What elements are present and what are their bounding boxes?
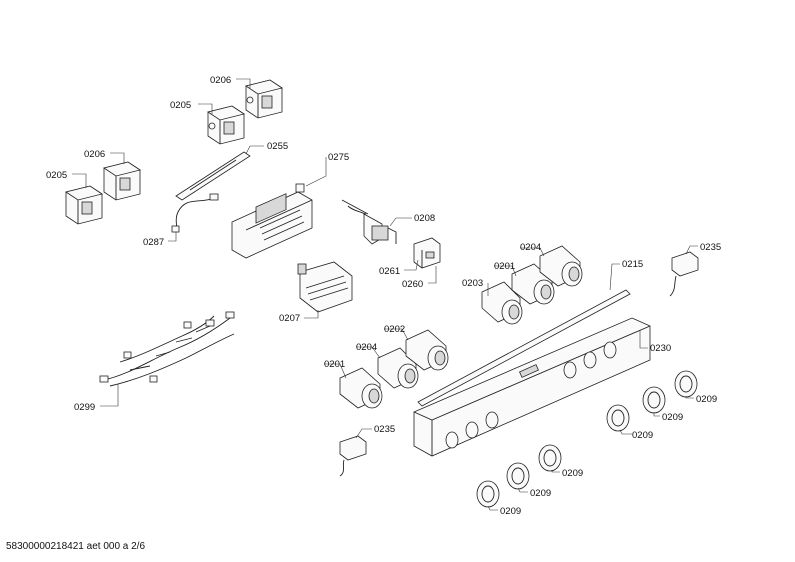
- part-labels: 0206 0205 0206 0205 0255 0275 0287 0208 …: [46, 75, 721, 517]
- label-0230: 0230: [650, 343, 671, 354]
- label-0235-left: 0235: [374, 424, 395, 435]
- label-0201-left: 0201: [324, 359, 345, 370]
- part-0205-left[interactable]: [65, 185, 103, 225]
- label-0204-right: 0204: [520, 242, 541, 253]
- part-0206-left[interactable]: [103, 161, 141, 201]
- part-0209-ring-5[interactable]: [506, 462, 530, 490]
- part-0203-switch[interactable]: [481, 281, 523, 325]
- part-0230-control-panel[interactable]: [413, 317, 651, 457]
- part-0299-wiring-harness[interactable]: [99, 311, 235, 387]
- label-0206-left: 0206: [84, 149, 105, 160]
- label-0203: 0203: [462, 278, 483, 289]
- part-0260-connector[interactable]: [413, 237, 441, 269]
- label-0299: 0299: [74, 402, 95, 413]
- label-0255: 0255: [267, 141, 288, 152]
- part-0235-lamp-right[interactable]: [669, 251, 699, 297]
- label-0209-5: 0209: [530, 488, 551, 499]
- label-0209-2: 0209: [662, 412, 683, 423]
- label-0208: 0208: [414, 213, 435, 224]
- label-0202: 0202: [384, 324, 405, 335]
- leader-lines: [72, 78, 698, 511]
- part-0235-lamp-left[interactable]: [339, 435, 367, 477]
- label-0261: 0261: [379, 266, 400, 277]
- label-0209-6: 0209: [500, 506, 521, 517]
- label-0206-top: 0206: [210, 75, 231, 86]
- label-0205-left: 0205: [46, 170, 67, 181]
- part-0275-module[interactable]: [231, 183, 313, 259]
- part-0204-switch-right[interactable]: [539, 245, 583, 287]
- label-0209-4: 0209: [562, 468, 583, 479]
- label-0207: 0207: [279, 313, 300, 324]
- label-0215: 0215: [622, 259, 643, 270]
- part-0255-bracket[interactable]: [175, 151, 251, 201]
- label-0209-3: 0209: [632, 430, 653, 441]
- part-0287-harness[interactable]: [171, 193, 219, 233]
- label-0287: 0287: [143, 237, 164, 248]
- label-0201-right: 0201: [494, 261, 515, 272]
- label-0205-top: 0205: [170, 100, 191, 111]
- part-0206-top[interactable]: [245, 79, 283, 119]
- part-0209-ring-4[interactable]: [538, 444, 562, 472]
- label-0204-left: 0204: [356, 342, 377, 353]
- label-0209-1: 0209: [696, 394, 717, 405]
- label-0235-right: 0235: [700, 242, 721, 253]
- part-0202-switch[interactable]: [405, 329, 449, 371]
- label-0260: 0260: [402, 279, 423, 290]
- part-0208-thermostat[interactable]: [341, 199, 397, 245]
- part-0209-ring-2[interactable]: [642, 386, 666, 414]
- part-0205-top[interactable]: [207, 105, 245, 145]
- part-0207-terminal[interactable]: [297, 261, 353, 313]
- part-0215-trim[interactable]: [417, 289, 631, 407]
- label-0275: 0275: [328, 152, 349, 163]
- part-0209-ring-1[interactable]: [674, 370, 698, 398]
- part-0204-switch-left[interactable]: [377, 347, 419, 389]
- document-id-footer: 58300000218421 aet 000 a 2/6: [6, 541, 146, 552]
- part-0209-ring-6[interactable]: [476, 480, 500, 508]
- part-0201-switch-left[interactable]: [339, 367, 383, 409]
- part-0209-ring-3[interactable]: [606, 404, 630, 432]
